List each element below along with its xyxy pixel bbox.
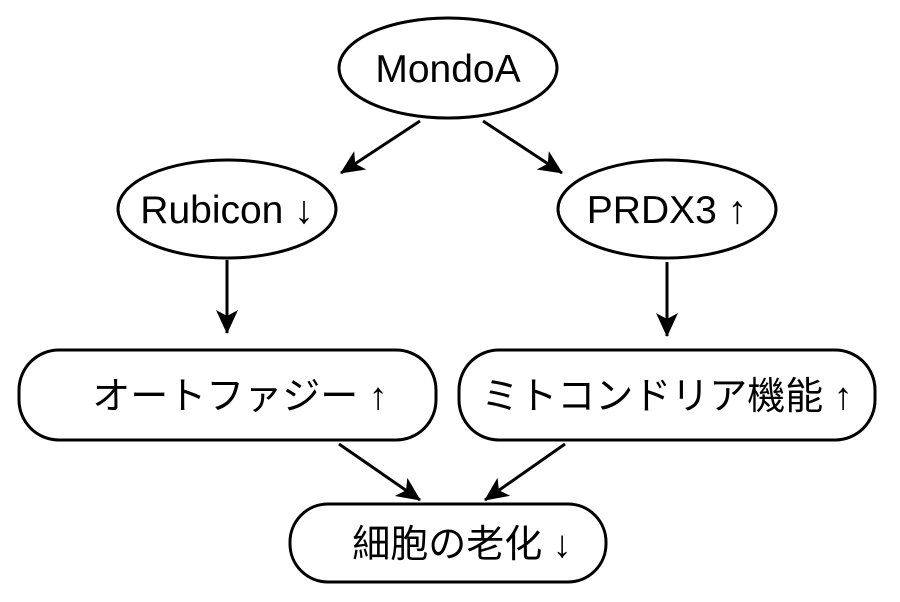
node-rubicon: Rubicon ↓ — [116, 158, 338, 260]
edge-mito-senescence — [484, 442, 566, 502]
node-mondoa-shape — [337, 16, 559, 120]
node-mito-label: ミトコンドリア機能 ↑ — [481, 376, 853, 418]
node-prdx3: PRDX3 ↑ — [556, 158, 778, 260]
node-senescence-label: 細胞の老化 ↓ — [352, 524, 572, 566]
node-rubicon-label: Rubicon ↓ — [140, 189, 313, 232]
node-prdx3-label: PRDX3 ↑ — [587, 189, 747, 232]
edge-mondoa-prdx3 — [482, 119, 563, 175]
node-autophagy-label: オートファジー ↑ — [92, 376, 388, 418]
edge-autophagy-senescence — [338, 442, 421, 502]
node-mondoa-label: MondoA — [375, 48, 520, 91]
node-rubicon-shape — [116, 158, 338, 260]
node-mito: ミトコンドリア機能 ↑ — [457, 348, 877, 442]
node-prdx3-shape — [556, 158, 778, 260]
node-autophagy-shape — [17, 348, 438, 442]
node-autophagy: オートファジー ↑ — [17, 348, 438, 442]
node-mondoa: MondoA — [337, 16, 559, 120]
edges — [216, 119, 678, 502]
node-senescence: 細胞の老化 ↓ — [288, 502, 608, 584]
edge-mondoa-rubicon — [340, 119, 421, 175]
node-mito-shape — [457, 348, 877, 442]
node-senescence-shape — [288, 502, 608, 584]
